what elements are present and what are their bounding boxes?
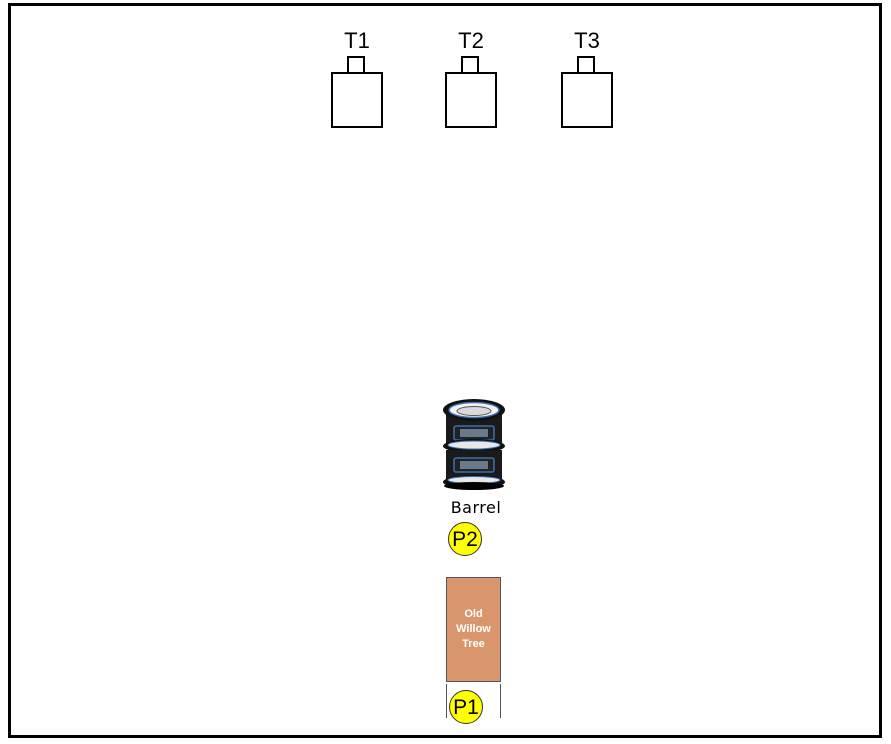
player-label: P2	[452, 528, 478, 551]
barrel-icon	[436, 396, 512, 492]
tree-trunk-line-left	[446, 684, 447, 718]
barrel-label: Barrel	[430, 498, 522, 517]
target-label: T2	[441, 30, 501, 52]
target-body	[445, 72, 497, 128]
player-label: P1	[453, 696, 479, 719]
old-willow-tree: Old Willow Tree	[446, 577, 501, 682]
target-label: T1	[327, 30, 387, 52]
tree-label-line1: Old	[447, 607, 500, 622]
tree-label-line2: Willow	[447, 622, 500, 637]
player-marker-p2: P2	[448, 522, 482, 556]
target-t2: T2	[441, 30, 501, 130]
target-label: T3	[557, 30, 617, 52]
target-t3: T3	[557, 30, 617, 130]
tree-trunk-line-right	[500, 684, 501, 718]
tree-label-line3: Tree	[447, 637, 500, 652]
target-body	[331, 72, 383, 128]
target-body	[561, 72, 613, 128]
target-t1: T1	[327, 30, 387, 130]
player-marker-p1: P1	[449, 690, 483, 724]
